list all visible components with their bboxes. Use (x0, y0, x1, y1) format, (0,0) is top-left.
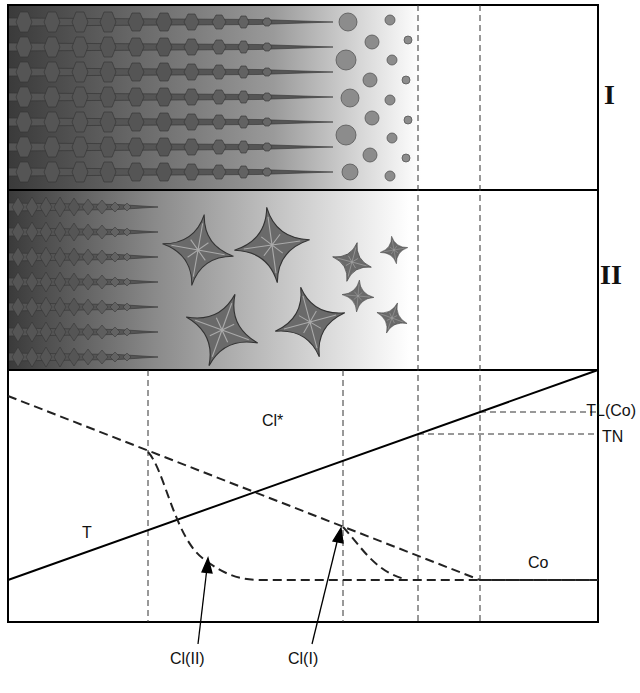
curve-label: Cl(II) (170, 650, 205, 668)
temperature-label: TL(Co) (586, 402, 636, 420)
curve-label: Cl(I) (288, 650, 318, 668)
curve-label: T (82, 524, 92, 542)
temperature-label: TN (602, 428, 623, 446)
curve-label: Co (528, 554, 548, 572)
region-label: II (600, 260, 622, 291)
region-label: I (604, 80, 615, 111)
curve-label: Cl* (262, 412, 283, 430)
